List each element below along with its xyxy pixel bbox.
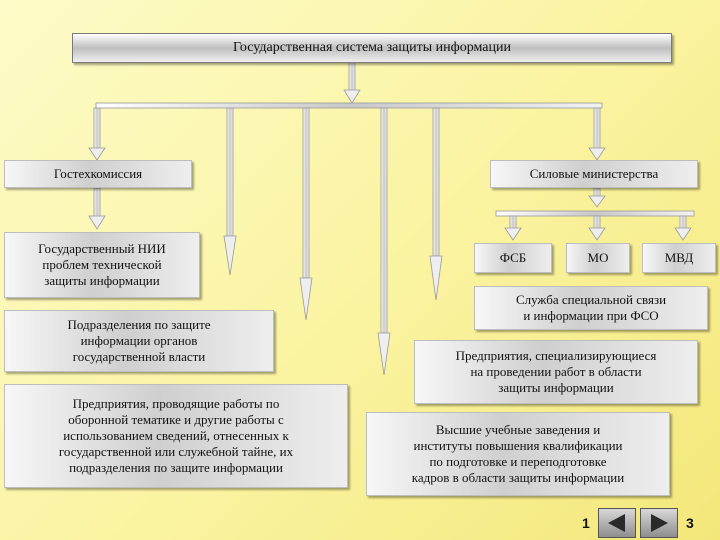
branch-silovye-head xyxy=(588,147,606,161)
pointer-podrazd-head xyxy=(299,277,313,321)
fsb-box: ФСБ xyxy=(474,243,552,273)
total-pages-number: 3 xyxy=(686,515,694,531)
mo-box: МО xyxy=(566,243,630,273)
to-mvd-head xyxy=(674,227,692,241)
silovye-down-head xyxy=(588,195,606,208)
nii-box: Государственный НИИ проблем технической … xyxy=(4,232,200,298)
pointer-podrazd-shaft xyxy=(302,107,310,279)
current-page-number: 1 xyxy=(582,515,590,531)
branch-silovye-shaft xyxy=(593,107,601,151)
pointer-nii-shaft xyxy=(226,107,234,237)
pointer-oboron-shaft xyxy=(380,107,388,334)
silovye-box: Силовые министерства xyxy=(490,160,698,188)
pointer-sluzhba-head xyxy=(429,255,443,301)
main-horizontal-bar xyxy=(95,102,603,109)
next-slide-button[interactable] xyxy=(640,508,678,538)
prev-arrow-icon xyxy=(608,514,625,532)
branch-gostekh-head xyxy=(88,147,106,161)
gostekh-to-nii-head xyxy=(88,215,106,230)
sluzhba-box: Служба специальной связи и информации пр… xyxy=(474,286,708,330)
next-arrow-icon xyxy=(651,514,668,532)
podrazdeleniya-box: Подразделения по защите информации орган… xyxy=(4,310,274,372)
ministries-bar xyxy=(495,210,695,217)
vuzy-box: Высшие учебные заведения и институты пов… xyxy=(366,412,670,496)
pointer-oboron-head xyxy=(377,332,391,376)
to-mo-head xyxy=(588,227,606,241)
gostekh-to-nii-shaft xyxy=(93,187,101,219)
gostekh-box: Гостехкомиссия xyxy=(4,160,192,188)
predpriyatiya-spec-box: Предприятия, специализирующиеся на прове… xyxy=(414,340,698,404)
mvd-box: МВД xyxy=(642,243,716,273)
predpriyatiya-oboron-box: Предприятия, проводящие работы по оборон… xyxy=(4,384,348,488)
title-box: Государственная система защиты информаци… xyxy=(72,33,672,63)
prev-slide-button[interactable] xyxy=(598,508,636,538)
title-down-arrow-head xyxy=(343,89,361,104)
branch-gostekh-shaft xyxy=(93,107,101,151)
pointer-nii-head xyxy=(223,235,237,276)
pointer-sluzhba-shaft xyxy=(432,107,440,257)
title-down-arrow-shaft xyxy=(348,61,356,93)
to-fsb-head xyxy=(504,227,522,241)
